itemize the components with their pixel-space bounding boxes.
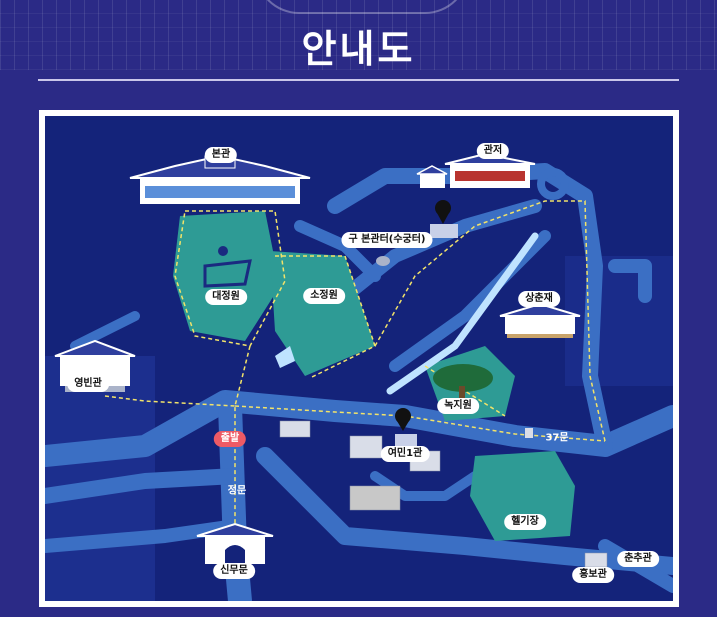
road-west (45, 468, 243, 504)
nokjiwon-tree (433, 364, 493, 400)
daejeongwon-structure (203, 259, 252, 288)
path-north (374, 200, 606, 442)
path-yeongbingwan (104, 395, 236, 407)
office-building (349, 435, 383, 459)
label-old-bongwanteo[interactable]: 구 본관터(수궁터) (341, 232, 433, 248)
label-nokjiwon[interactable]: 녹지원 (437, 398, 479, 414)
label-gwanjeo[interactable]: 관저 (476, 143, 510, 159)
header-arc (255, 0, 469, 14)
road-diagonal (389, 230, 551, 372)
office-building (279, 420, 311, 438)
sangchunjae-building (499, 302, 581, 338)
sinmumun-gate (196, 522, 274, 564)
header-pattern (0, 0, 717, 70)
office-building-large (349, 485, 401, 511)
label-yeongbingwan[interactable]: 영빈관 (67, 376, 109, 392)
gate37-marker (525, 428, 533, 438)
label-heligijang[interactable]: 헬기장 (504, 514, 546, 530)
label-sangchunjae[interactable]: 상춘재 (518, 291, 560, 307)
title-divider (38, 79, 679, 81)
roundabout (537, 168, 569, 200)
map-frame: 본관 관저 구 본관터(수궁터) 대정원 소정원 상춘재 영빈관 녹지원 출발 … (39, 110, 679, 607)
label-yeomin1gwan[interactable]: 여민1관 (380, 446, 430, 462)
label-sinmumun[interactable]: 신무문 (213, 563, 255, 579)
heliport-area (470, 451, 575, 541)
stream (386, 232, 539, 395)
road-stub-east (608, 259, 652, 303)
restroom-pin-icon (430, 200, 458, 238)
road-stub-west (70, 311, 140, 351)
label-exit[interactable]: 출발 (213, 431, 247, 447)
label-chunchugwan[interactable]: 춘추관 (617, 551, 659, 567)
restroom-pin-icon (395, 408, 417, 446)
hongbogwan-building (584, 552, 608, 568)
sojeong-pond (275, 346, 295, 368)
road-south (256, 447, 673, 575)
label-gate37[interactable]: 37문 (545, 432, 569, 444)
daejeongwon-fountain (218, 246, 228, 256)
label-hongbogwan[interactable]: 홍보관 (572, 567, 614, 583)
sojeongwon-garden (270, 251, 375, 376)
road-southwest (45, 519, 242, 553)
old-bongwanteo-marker (376, 256, 390, 266)
label-bongwan[interactable]: 본관 (204, 147, 238, 163)
gwanjeo-building (416, 152, 536, 188)
map-drawing (45, 152, 673, 601)
daejeongwon-garden (173, 211, 280, 341)
label-daejeongwon[interactable]: 대정원 (205, 289, 247, 305)
path-jeongmun (234, 345, 251, 546)
page-title: 안내도 (301, 27, 416, 71)
bongwan-building (129, 154, 311, 204)
path-sojeongwon (275, 255, 376, 379)
map-canvas[interactable]: 본관 관저 구 본관터(수궁터) 대정원 소정원 상춘재 영빈관 녹지원 출발 … (45, 116, 673, 601)
label-sojeongwon[interactable]: 소정원 (303, 288, 345, 304)
map-block-east (565, 256, 673, 386)
label-jeongmun[interactable]: 정문 (227, 485, 247, 497)
